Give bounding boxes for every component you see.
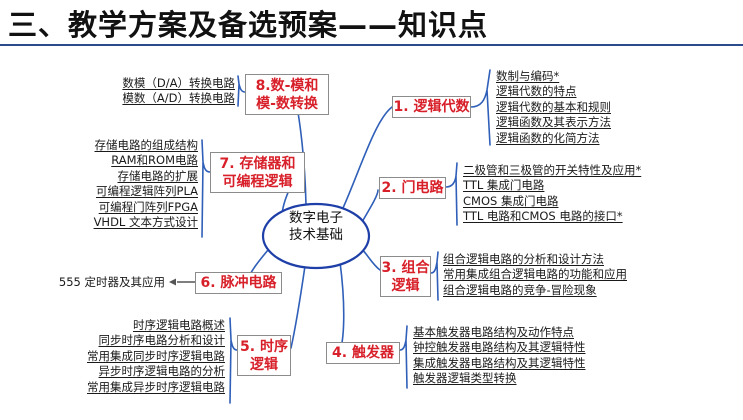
center-label-line1: 数字电子 xyxy=(289,210,343,226)
topic-2-item: TTL 集成门电路 xyxy=(463,178,545,193)
topic-5-item: 异步时序逻辑电路的分析 xyxy=(98,364,226,379)
topic-8-line2: 模-数转换 xyxy=(256,95,318,112)
topic-2-item: 二极管和三极管的开关特性及应用* xyxy=(463,163,642,177)
topic-7-item: 可编程逻辑阵列PLA xyxy=(96,184,198,199)
topic-5-item: 常用集成同步时序逻辑电路 xyxy=(87,348,225,363)
topic-5-line1: 5. 时序 xyxy=(240,338,288,355)
topic-3-line2: 逻辑 xyxy=(391,277,420,294)
topic-4-item: 基本触发器电路结构及动作特点 xyxy=(413,325,574,339)
bracket-t1 xyxy=(470,69,491,146)
topic-6-label: 6. 脉冲电路 xyxy=(200,275,277,291)
topic-3-item: 组合逻辑电路的分析和设计方法 xyxy=(443,252,604,266)
topic-7-line2: 可编程逻辑 xyxy=(222,173,293,190)
arrow-head-t6 xyxy=(169,278,176,286)
branch-t5 xyxy=(290,265,306,349)
topic-5-item: 时序逻辑电路概述 xyxy=(133,318,225,332)
topic-3-line1: 3. 组合 xyxy=(381,259,430,276)
topic-8-items: 数模（D/A）转换电路 模数（A/D）转换电路 xyxy=(122,76,235,107)
topic-2-item: TTL 电路和CMOS 电路的接口* xyxy=(463,209,623,224)
topic-8-item: 模数（A/D）转换电路 xyxy=(122,91,235,106)
bracket-t2 xyxy=(445,162,458,226)
topic-7-item: 存储电路的组成结构 xyxy=(94,138,199,152)
bracket-t8 xyxy=(237,75,246,107)
topic-1-item: 逻辑函数的化简方法 xyxy=(496,130,600,145)
topic-4-items: 基本触发器电路结构及动作特点 钟控触发器电路结构及其逻辑特性 集成触发器电路结构… xyxy=(413,325,586,387)
topic-4-item: 集成触发器电路结构及其逻辑特性 xyxy=(413,355,586,370)
title-rule xyxy=(0,44,743,46)
topic-5-line2: 逻辑 xyxy=(250,356,278,373)
topic-1-item: 数制与编码* xyxy=(496,69,560,83)
topic-3-box: 3. 组合 逻辑 xyxy=(380,256,431,297)
topic-2-label: 2. 门电路 xyxy=(381,180,444,196)
bracket-t5 xyxy=(229,317,238,404)
branch-t1 xyxy=(342,106,393,209)
topic-1-item: 逻辑代数的基本和规则 xyxy=(496,99,611,114)
topic-1-box: 1. 逻辑代数 xyxy=(392,96,471,118)
bracket-t3 xyxy=(430,251,439,301)
topic-7-item: RAM和ROM电路 xyxy=(111,153,198,168)
topic-4-label: 4. 触发器 xyxy=(332,345,394,361)
topic-3-item: 组合逻辑电路的竞争-冒险现象 xyxy=(443,282,597,297)
topic-5-box: 5. 时序 逻辑 xyxy=(237,335,291,376)
topic-6-items: 555 定时器及其应用 xyxy=(59,275,165,290)
topic-2-items: 二极管和三极管的开关特性及应用* TTL 集成门电路 CMOS 集成门电路 TT… xyxy=(463,163,641,225)
bracket-t4 xyxy=(399,325,408,389)
topic-3-item: 常用集成组合逻辑电路的功能和应用 xyxy=(443,267,627,282)
center-label: 数字电子 技术基础 xyxy=(263,210,369,244)
page-title: 三、教学方案及备选预案——知识点 xyxy=(8,8,489,42)
topic-8-box: 8.数-模和 模-数转换 xyxy=(245,74,329,115)
topic-2-item: CMOS 集成门电路 xyxy=(463,193,559,208)
topic-5-item: 常用集成异步时序逻辑电路 xyxy=(87,379,225,394)
branch-t4 xyxy=(339,261,345,353)
topic-4-box: 4. 触发器 xyxy=(326,342,400,364)
topic-5-items: 时序逻辑电路概述 同步时序电路分析和设计 常用集成同步时序逻辑电路 异步时序逻辑… xyxy=(87,318,225,395)
topic-5-item: 同步时序电路分析和设计 xyxy=(98,333,226,348)
center-node xyxy=(261,202,371,270)
topic-8-item: 数模（D/A）转换电路 xyxy=(122,76,235,90)
topic-7-box: 7. 存储器和 可编程逻辑 xyxy=(210,152,305,193)
topic-6-item: 555 定时器及其应用 xyxy=(58,275,165,289)
topic-6-box: 6. 脉冲电路 xyxy=(195,272,282,294)
topic-1-items: 数制与编码* 逻辑代数的特点 逻辑代数的基本和规则 逻辑函数及其表示方法 逻辑函… xyxy=(496,69,611,146)
topic-7-items: 存储电路的组成结构 RAM和ROM电路 存储电路的扩展 可编程逻辑阵列PLA 可… xyxy=(94,138,198,230)
topic-7-item: VHDL 文本方式设计 xyxy=(93,215,198,230)
topic-7-line1: 7. 存储器和 xyxy=(219,155,296,172)
topic-7-item: 存储电路的扩展 xyxy=(117,168,199,183)
center-label-line2: 技术基础 xyxy=(289,227,343,243)
bracket-t7 xyxy=(201,139,211,238)
topic-2-box: 2. 门电路 xyxy=(379,177,446,199)
topic-1-item: 逻辑代数的特点 xyxy=(496,84,577,99)
topic-4-item: 钟控触发器电路结构及其逻辑特性 xyxy=(413,340,586,355)
topic-7-item: 可编程门阵列FPGA xyxy=(98,199,198,214)
topic-1-item: 逻辑函数及其表示方法 xyxy=(496,115,611,130)
topic-1-label: 1. 逻辑代数 xyxy=(393,99,470,115)
topic-8-line1: 8.数-模和 xyxy=(255,77,319,94)
topic-4-item: 触发器逻辑类型转换 xyxy=(413,371,517,386)
topic-3-items: 组合逻辑电路的分析和设计方法 常用集成组合逻辑电路的功能和应用 组合逻辑电路的竞… xyxy=(443,252,627,298)
branch-t2 xyxy=(361,189,379,223)
